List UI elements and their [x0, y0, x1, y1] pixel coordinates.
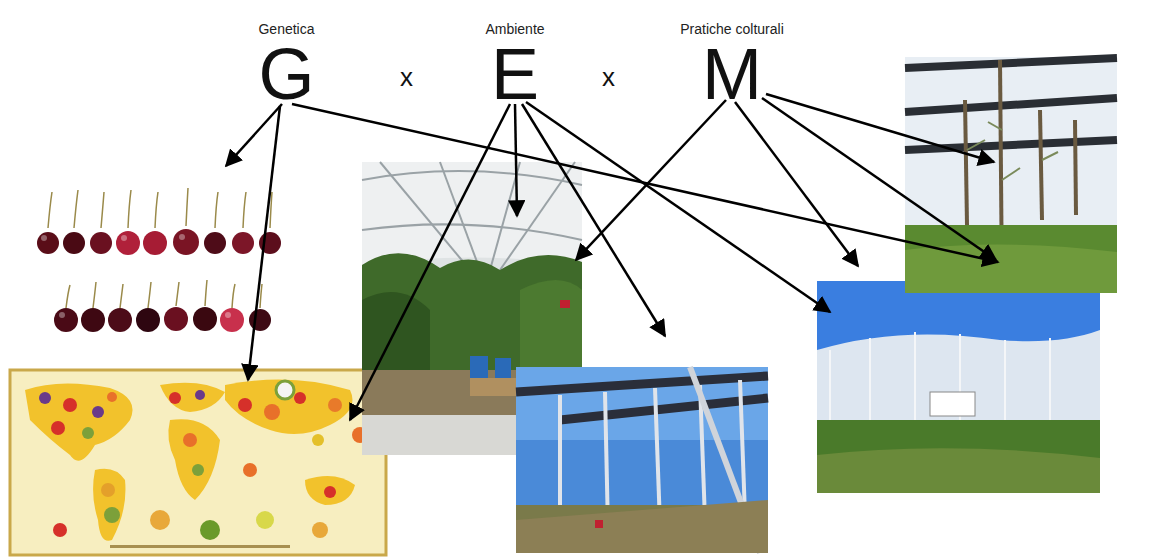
fruit-world-map — [10, 370, 386, 555]
leader-arrow — [515, 104, 517, 216]
leader-arrow — [762, 98, 996, 260]
leader-arrow — [526, 102, 830, 312]
leader-arrow — [522, 104, 665, 336]
leader-arrow — [248, 106, 280, 380]
leader-arrow — [735, 102, 858, 266]
leader-arrow — [576, 100, 726, 260]
leader-arrow — [350, 104, 510, 420]
net-structure-photo — [817, 281, 1100, 493]
factor-node: GeneticaG — [256, 20, 317, 110]
leader-arrow — [766, 94, 994, 162]
factor-letter: E — [483, 38, 547, 110]
factor-heading: Pratiche colturali — [678, 20, 786, 38]
orchard-net-photo — [516, 367, 768, 553]
young-orchard-photo — [905, 57, 1117, 293]
factor-node: AmbienteE — [483, 20, 547, 110]
factor-heading: Ambiente — [483, 20, 547, 38]
factor-letter: M — [678, 38, 786, 110]
factor-letter: G — [256, 38, 317, 110]
times-sign: x — [602, 62, 615, 92]
cherry-chart — [30, 172, 292, 352]
times-sign: x — [400, 62, 413, 92]
factor-heading: Genetica — [256, 20, 317, 38]
factor-node: Pratiche colturaliM — [678, 20, 786, 110]
